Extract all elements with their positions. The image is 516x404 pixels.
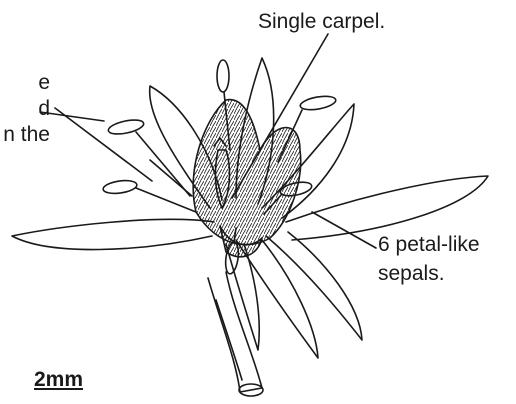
label-left-fragment-line: e (0, 70, 50, 96)
scale-bar-label: 2mm (34, 366, 83, 393)
label-left-fragment: e d n the (0, 70, 50, 148)
label-sepals-line: 6 petal-like (378, 230, 480, 259)
stalk-ridge (216, 300, 242, 380)
anther (102, 179, 137, 196)
sepal-lower-left (226, 244, 259, 350)
anther (107, 117, 145, 136)
anther (217, 60, 229, 92)
label-single-carpel: Single carpel. (258, 8, 385, 35)
sepal-lower-right (266, 232, 362, 340)
label-sepals-line: sepals. (378, 259, 480, 288)
label-left-fragment-line: d (0, 96, 50, 122)
stamen-filament (136, 132, 190, 196)
sepal-left (12, 219, 214, 249)
flower-stalk (208, 272, 262, 392)
leader-left-anther (55, 108, 152, 181)
label-left-fragment-line: n the (0, 122, 50, 148)
label-petal-like-sepals: 6 petal-like sepals. (378, 230, 480, 288)
anther (299, 94, 337, 112)
